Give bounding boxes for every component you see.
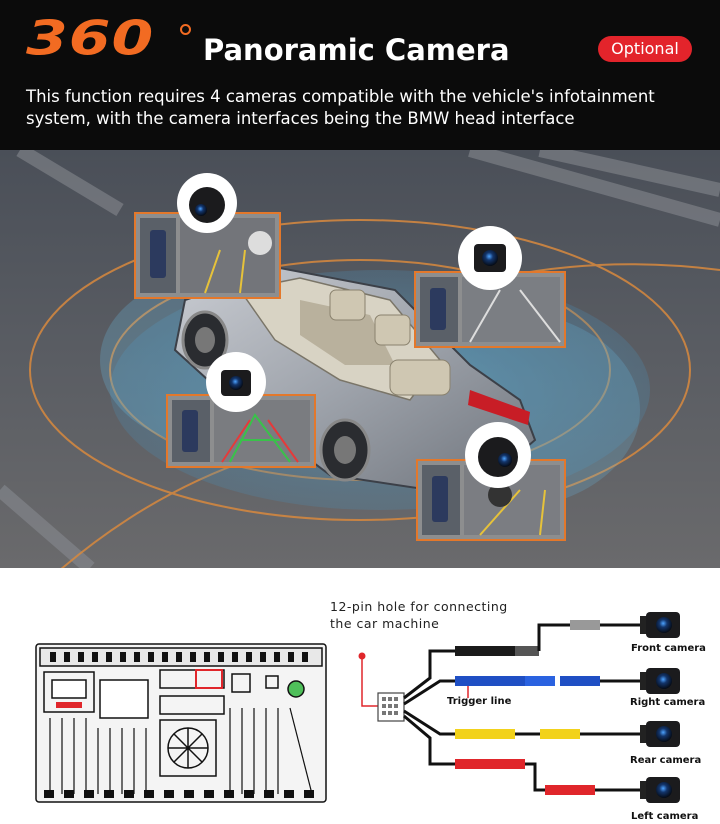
header-banner: 360 Panoramic Camera Optional This funct…: [0, 0, 720, 150]
road-markings: [0, 150, 720, 568]
wiring-diagram: 12-pin hole for connecting the car machi…: [0, 568, 720, 824]
harness-wires: [403, 649, 455, 766]
view-panel-front: [134, 212, 281, 299]
header-title: Panoramic Camera: [203, 33, 510, 67]
camera-icon: [640, 777, 680, 803]
car-illustration: [173, 266, 537, 492]
hero-illustration: [0, 150, 720, 568]
right-camera-cable: [455, 676, 640, 686]
front-camera-cable: [455, 620, 640, 656]
trigger-line-label: Trigger line: [447, 696, 512, 707]
head-unit-back: [35, 643, 327, 803]
view-panel-right: [414, 271, 566, 348]
degree-symbol: [180, 24, 191, 35]
camera-icon: [640, 668, 680, 694]
left-camera-label: Left camera: [631, 811, 699, 822]
header-description: This function requires 4 cameras compati…: [26, 87, 655, 128]
camera-icon: [640, 612, 680, 638]
rear-camera-label: Rear camera: [630, 755, 702, 766]
optional-badge: Optional: [598, 36, 692, 62]
connector-label: 12-pin hole for connecting the car machi…: [330, 599, 508, 631]
left-camera-cable: [455, 759, 640, 795]
camera-icon: [640, 721, 680, 747]
connector-pointer: [358, 652, 378, 707]
right-camera-label: Right camera: [630, 697, 706, 708]
header-number: 360: [26, 11, 155, 67]
rear-camera-cable: [455, 729, 640, 739]
hero-scene: [0, 150, 720, 568]
front-camera-label: Front camera: [631, 643, 706, 654]
wiring-diagram-graphic: [35, 612, 680, 803]
